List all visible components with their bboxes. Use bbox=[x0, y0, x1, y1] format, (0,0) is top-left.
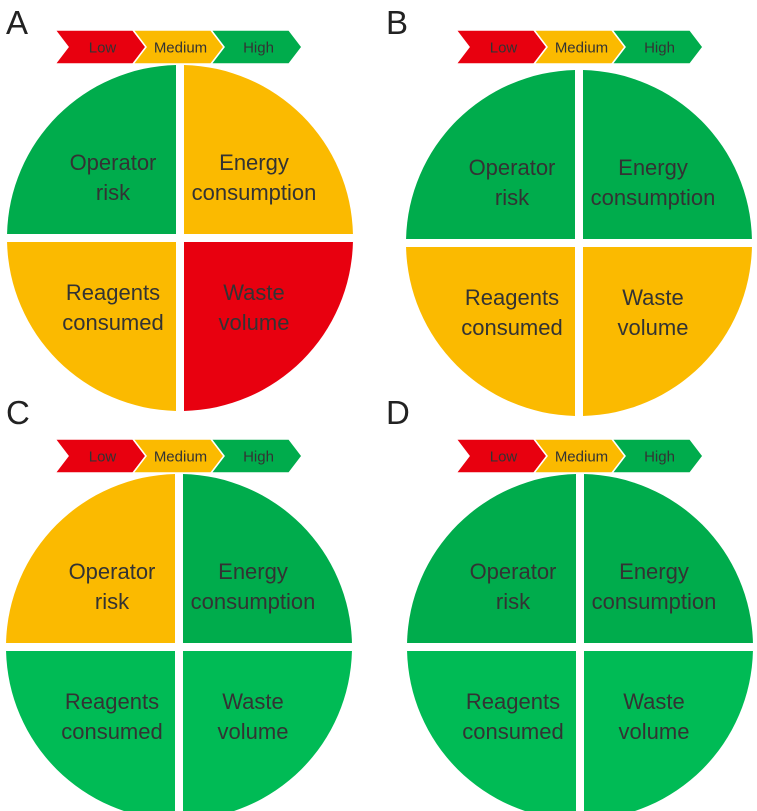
operator-risk-label-line1: Operator bbox=[469, 155, 556, 180]
legend-high-chevron bbox=[610, 29, 704, 65]
operator-risk-label-line2: risk bbox=[96, 180, 131, 205]
legend-medium-label: Medium bbox=[154, 449, 207, 466]
operator-risk-quadrant bbox=[7, 65, 176, 234]
legend-low-label: Low bbox=[89, 40, 117, 57]
energy-consumption-quadrant bbox=[584, 474, 753, 643]
waste-volume-quadrant bbox=[584, 651, 753, 811]
legend-high-label: High bbox=[644, 449, 675, 466]
reagents-consumed-label-line2: consumed bbox=[462, 719, 564, 744]
waste-volume-quadrant bbox=[583, 247, 752, 416]
energy-consumption-label-line2: consumption bbox=[591, 185, 716, 210]
legend-low-label: Low bbox=[89, 449, 117, 466]
operator-risk-quadrant bbox=[6, 474, 175, 643]
energy-consumption-quadrant bbox=[184, 65, 353, 234]
energy-consumption-label-line2: consumption bbox=[192, 180, 317, 205]
energy-consumption-label-line1: Energy bbox=[619, 559, 689, 584]
waste-volume-label-line1: Waste bbox=[623, 689, 685, 714]
legend-high-chevron bbox=[209, 29, 303, 65]
reagents-consumed-quadrant bbox=[407, 651, 576, 811]
waste-volume-label-line2: volume bbox=[219, 310, 290, 335]
reagents-consumed-label-line1: Reagents bbox=[65, 689, 159, 714]
waste-volume-label-line2: volume bbox=[618, 315, 689, 340]
legend-low-label: Low bbox=[490, 449, 518, 466]
operator-risk-label-line2: risk bbox=[496, 589, 531, 614]
reagents-consumed-label-line1: Reagents bbox=[466, 689, 560, 714]
operator-risk-label-line1: Operator bbox=[69, 559, 156, 584]
reagents-consumed-quadrant bbox=[7, 242, 176, 411]
waste-volume-label-line2: volume bbox=[218, 719, 289, 744]
reagents-consumed-quadrant bbox=[406, 247, 575, 416]
operator-risk-label-line1: Operator bbox=[470, 559, 557, 584]
reagents-consumed-label-line2: consumed bbox=[61, 719, 163, 744]
energy-consumption-quadrant bbox=[183, 474, 352, 643]
energy-consumption-label-line1: Energy bbox=[218, 559, 288, 584]
energy-consumption-label-line2: consumption bbox=[592, 589, 717, 614]
waste-volume-label-line1: Waste bbox=[622, 285, 684, 310]
reagents-consumed-label-line2: consumed bbox=[62, 310, 164, 335]
energy-consumption-label-line2: consumption bbox=[191, 589, 316, 614]
energy-consumption-label-line1: Energy bbox=[618, 155, 688, 180]
waste-volume-quadrant bbox=[184, 242, 353, 411]
legend-medium-label: Medium bbox=[154, 40, 207, 57]
energy-consumption-label-line1: Energy bbox=[219, 150, 289, 175]
panel-letter: C bbox=[6, 394, 30, 431]
legend-high-label: High bbox=[243, 449, 274, 466]
operator-risk-quadrant bbox=[406, 70, 575, 239]
energy-consumption-quadrant bbox=[583, 70, 752, 239]
waste-volume-label-line1: Waste bbox=[223, 280, 285, 305]
reagents-consumed-label-line1: Reagents bbox=[66, 280, 160, 305]
reagents-consumed-quadrant bbox=[6, 651, 175, 811]
legend-high-label: High bbox=[243, 40, 274, 57]
panel-letter: A bbox=[6, 4, 28, 41]
waste-volume-quadrant bbox=[183, 651, 352, 811]
legend-low-label: Low bbox=[490, 40, 518, 57]
operator-risk-label-line2: risk bbox=[95, 589, 130, 614]
legend-medium-label: Medium bbox=[555, 449, 608, 466]
operator-risk-label-line1: Operator bbox=[70, 150, 157, 175]
legend-high-chevron bbox=[209, 438, 303, 474]
waste-volume-label-line2: volume bbox=[619, 719, 690, 744]
waste-volume-label-line1: Waste bbox=[222, 689, 284, 714]
reagents-consumed-label-line1: Reagents bbox=[465, 285, 559, 310]
panel-letter: D bbox=[386, 394, 410, 431]
legend-high-chevron bbox=[610, 438, 704, 474]
panel-letter: B bbox=[386, 4, 408, 41]
legend-medium-label: Medium bbox=[555, 40, 608, 57]
operator-risk-quadrant bbox=[407, 474, 576, 643]
legend-high-label: High bbox=[644, 40, 675, 57]
operator-risk-label-line2: risk bbox=[495, 185, 530, 210]
reagents-consumed-label-line2: consumed bbox=[461, 315, 563, 340]
